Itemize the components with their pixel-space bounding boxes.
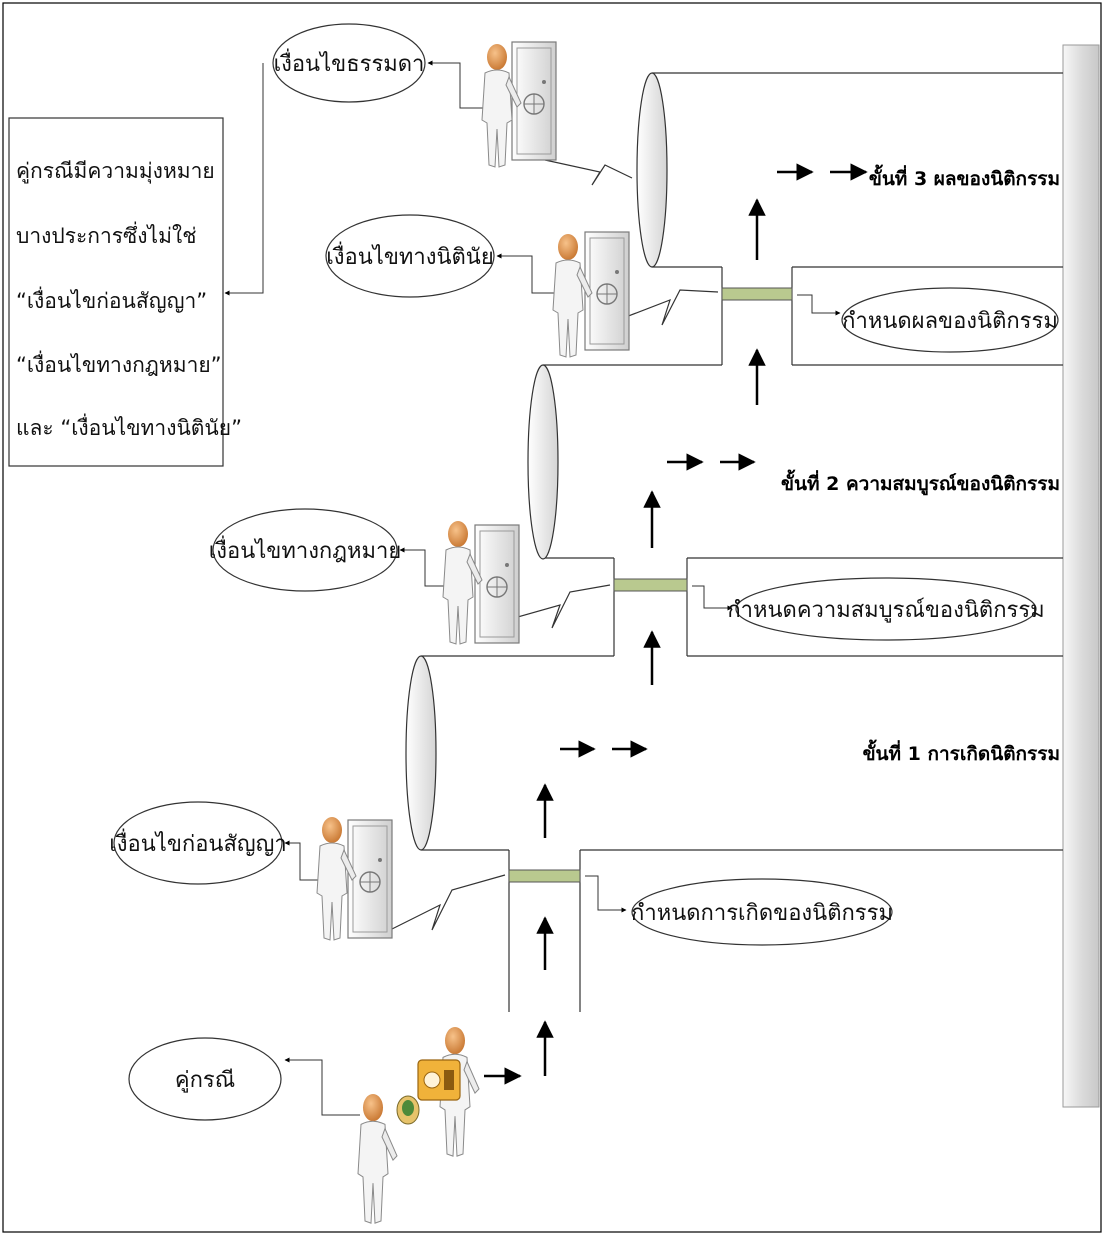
- gate-bar-step1: [508, 869, 581, 883]
- stage1-cylinder: [405, 655, 437, 851]
- step2-label: ขั้นที่ 2 ความสมบูรณ์ของนิติกรรม: [781, 469, 1060, 496]
- gate-bar-step2: [613, 578, 688, 592]
- step3-label: ขั้นที่ 3 ผลของนิติกรรม: [869, 164, 1060, 190]
- stage3-frame: [652, 72, 1063, 366]
- stage1-frame: [421, 655, 1063, 1012]
- connector-validity: [692, 585, 733, 611]
- parties-ellipse: [128, 1037, 282, 1121]
- legal-ellipse: [212, 508, 398, 592]
- legal-label: เงื่อนไขทางกฎหมาย: [209, 535, 402, 564]
- validity-ellipse: [735, 577, 1037, 641]
- flow-arrows: [484, 163, 868, 1085]
- figure-safe-precontract: [316, 816, 393, 941]
- step1-label: ขั้นที่ 1 การเกิดนิติกรรม: [863, 739, 1060, 765]
- connector-effect: [797, 294, 841, 316]
- gate-bar-step3: [721, 287, 793, 301]
- condition-connectors: [224, 60, 555, 1116]
- zigzag-wires: [379, 159, 719, 936]
- coins-icon: [396, 1095, 420, 1125]
- juristic-label: เงื่อนไขทางนิตินัย: [326, 241, 493, 270]
- note-line-1: คู่กรณีมีความมุ่งหมาย: [16, 159, 215, 184]
- note-line-3: “เงื่อนไขก่อนสัญญา”: [16, 286, 207, 313]
- package-gear-icon: [417, 1059, 461, 1101]
- effect-label: กำหนดผลของนิติกรรม: [842, 309, 1058, 334]
- validity-label: กำหนดความสมบูรณ์ของนิติกรรม: [727, 598, 1044, 623]
- parties-figures: [357, 1026, 480, 1224]
- effect-ellipse: [841, 287, 1059, 353]
- ordinary-ellipse: [272, 23, 426, 103]
- figure-safe-ordinary: [481, 41, 557, 168]
- birth-ellipse: [631, 878, 893, 946]
- note-line-2: บางประการซึ่งไม่ใช่: [16, 221, 196, 248]
- right-pillar: [1062, 44, 1100, 1108]
- figure-safe-juristic: [552, 231, 630, 358]
- ordinary-label: เงื่อนไขธรรมดา: [274, 48, 425, 77]
- stage3-cylinder: [636, 72, 668, 268]
- precontract-ellipse: [113, 801, 283, 885]
- birth-label: กำหนดการเกิดของนิติกรรม: [631, 901, 893, 926]
- connector-birth: [585, 875, 627, 913]
- note-line-5: และ “เงื่อนไขทางนิตินัย”: [16, 413, 242, 440]
- note-line-4: “เงื่อนไขทางกฎหมาย”: [16, 350, 222, 377]
- stage2-cylinder: [527, 364, 559, 560]
- precontract-label: เงื่อนไขก่อนสัญญา: [109, 828, 286, 857]
- note-box: [8, 117, 224, 467]
- juristic-ellipse: [325, 214, 495, 298]
- parties-label: คู่กรณี: [175, 1068, 235, 1093]
- figure-safe-legal: [442, 520, 520, 645]
- upward-arrows: [536, 198, 766, 1076]
- stage2-frame: [543, 364, 1063, 657]
